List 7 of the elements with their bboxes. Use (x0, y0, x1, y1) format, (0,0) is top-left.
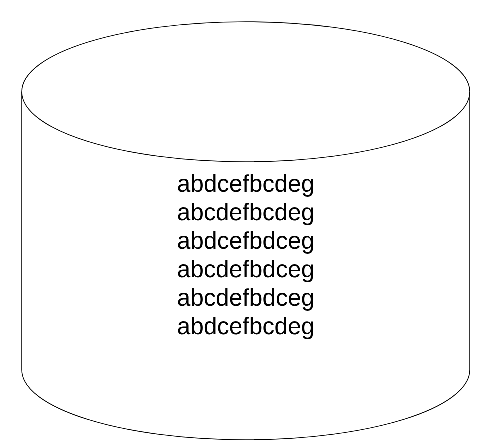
node-label: abdcefbdceg (178, 232, 314, 254)
node-label: abcdefbdceg (178, 260, 314, 282)
node-label: abdcefbcdeg (178, 317, 314, 340)
node-label: abcdefbcdeg (178, 203, 314, 226)
cylinder: abdcefbcdeg abcdefbcdeg abdcefbdceg abcdefbdceg abcdefbdceg abdcefbcdeg (22, 22, 470, 440)
node-label: abcdefbdceg (178, 288, 314, 311)
node-label: abdcefbcdeg (178, 174, 314, 197)
